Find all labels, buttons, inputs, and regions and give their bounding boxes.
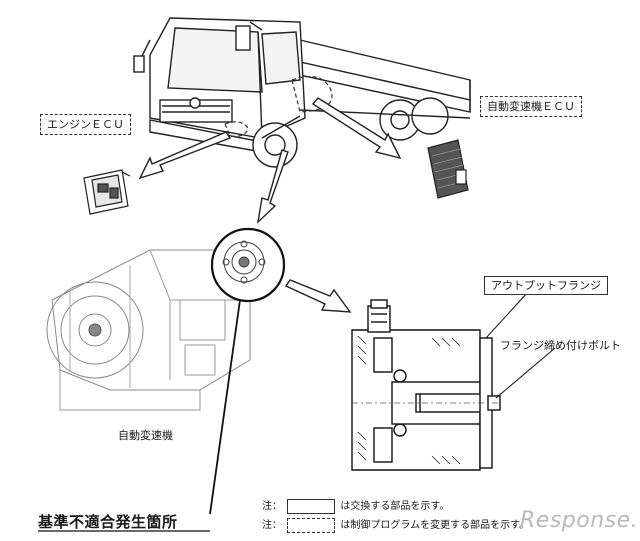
leader-line-defect xyxy=(209,299,241,515)
watermark-text: Response. xyxy=(520,508,639,533)
legend-replaced: 注： は交換する部品を示す。 xyxy=(262,497,449,514)
watermark-logo: Response. xyxy=(520,508,638,533)
leader-output-flange xyxy=(485,291,529,339)
flange-detail-in-circle xyxy=(222,240,266,284)
output-flange-label: アウトプットフランジ xyxy=(484,276,608,295)
legend-replaced-text: は交換する部品を示す。 xyxy=(340,501,450,512)
legend-reprogram: 注： は制御プログラムを変更する部品を示す。 xyxy=(262,516,529,533)
legend-reprogram-text: は制御プログラムを変更する部品を示す。 xyxy=(340,520,530,531)
transmission-ecu-label: 自動変速機ＥＣＵ xyxy=(480,96,582,117)
legend-dashed-box xyxy=(287,518,336,533)
flange-bolt-label: フランジ締め付けボルト xyxy=(500,339,621,352)
defect-location-label: 基準不適合発生箇所 xyxy=(38,513,178,531)
leader-flange-bolt xyxy=(495,347,556,399)
legend-solid-box xyxy=(287,499,336,514)
output-flange-section xyxy=(351,299,501,471)
arrow-to-engine-ecu xyxy=(138,131,232,180)
legend-prefix: 注： xyxy=(262,501,282,512)
truck-illustration xyxy=(133,17,471,168)
arrow-to-transmission-ecu xyxy=(311,97,402,160)
section-hatching xyxy=(357,335,461,465)
transmission-label: 自動変速機 xyxy=(118,429,173,442)
engine-ecu-unit xyxy=(83,169,131,215)
engine-ecu-label: エンジンＥＣＵ xyxy=(40,114,131,135)
arrows xyxy=(138,97,402,313)
engine-ecu-location-outline xyxy=(224,121,249,137)
arrow-to-flange xyxy=(284,279,352,313)
transmission-ecu-unit xyxy=(427,139,469,199)
arrow-to-transmission xyxy=(256,149,289,224)
ecu-location-outline xyxy=(291,75,333,113)
legend-prefix-2: 注： xyxy=(262,520,282,531)
